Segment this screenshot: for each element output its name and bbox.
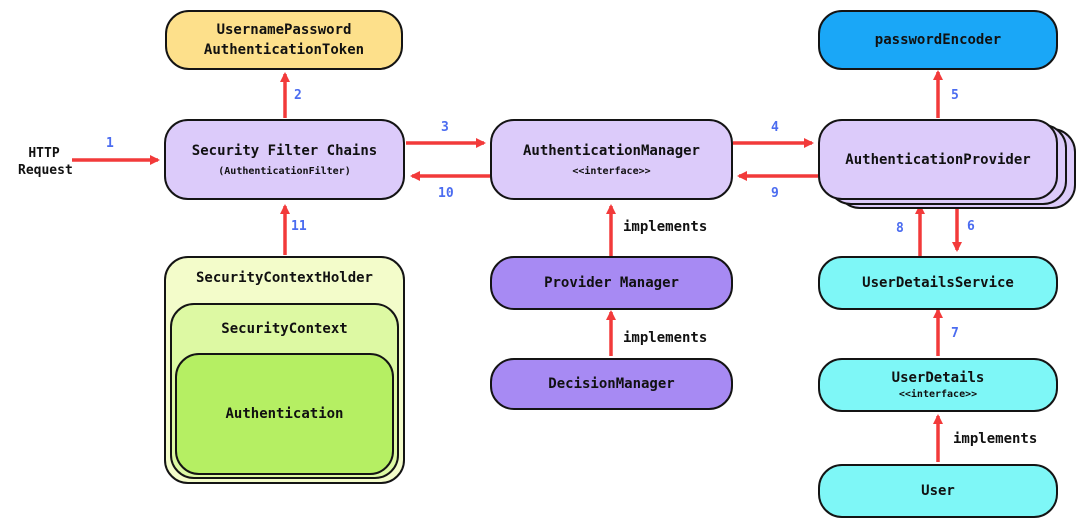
step-label-8: 8 [896, 221, 904, 236]
step-label-5: 5 [951, 88, 959, 103]
user-details-service-node: UserDetailsService [818, 256, 1058, 310]
token-line1: UsernamePassword [216, 22, 352, 38]
authentication-node: Authentication [175, 353, 394, 475]
step-label-1: 1 [106, 136, 114, 151]
authentication-label: Authentication [225, 406, 344, 422]
user-details-node: UserDetails <<interface>> [818, 358, 1058, 412]
user-details-sublabel: <<interface>> [898, 389, 978, 400]
step-label-3: 3 [441, 120, 449, 135]
provider-manager-node: Provider Manager [490, 256, 733, 310]
user-label: User [921, 483, 955, 499]
auth-provider-label: AuthenticationProvider [845, 151, 1031, 168]
user-details-label: UserDetails [891, 370, 985, 386]
user-details-service-label: UserDetailsService [862, 275, 1014, 291]
security-context-label: SecurityContext [221, 321, 348, 337]
filter-chain-sublabel: (AuthenticationFilter) [218, 165, 351, 177]
authentication-provider-node: AuthenticationProvider [818, 119, 1058, 200]
step-label-2: 2 [294, 88, 302, 103]
provider-manager-label: Provider Manager [544, 275, 679, 291]
context-holder-label: SecurityContextHolder [195, 270, 373, 286]
decision-manager-node: DecisionManager [490, 358, 733, 410]
username-password-token-node: UsernamePassword AuthenticationToken [165, 10, 403, 70]
filter-chain-label: Security Filter Chains [191, 142, 378, 159]
implements-label-provider-manager: implements [623, 219, 708, 235]
implements-label-decision-manager: implements [623, 330, 708, 346]
token-line2: AuthenticationToken [203, 42, 365, 58]
step-label-9: 9 [771, 186, 779, 201]
step-label-6: 6 [967, 219, 975, 234]
auth-manager-sublabel: <<interface>> [572, 165, 651, 177]
step-label-10: 10 [438, 186, 454, 201]
decision-manager-label: DecisionManager [548, 376, 675, 392]
auth-manager-label: AuthenticationManager [522, 142, 700, 159]
step-label-4: 4 [771, 120, 779, 135]
security-filter-chain-node: Security Filter Chains (AuthenticationFi… [164, 119, 405, 200]
user-node: User [818, 464, 1058, 518]
step-label-7: 7 [951, 326, 959, 341]
implements-label-user: implements [953, 431, 1038, 447]
password-encoder-label: passwordEncoder [874, 32, 1002, 48]
authentication-manager-node: AuthenticationManager <<interface>> [490, 119, 733, 200]
step-label-11: 11 [291, 219, 307, 234]
password-encoder-node: passwordEncoder [818, 10, 1058, 70]
